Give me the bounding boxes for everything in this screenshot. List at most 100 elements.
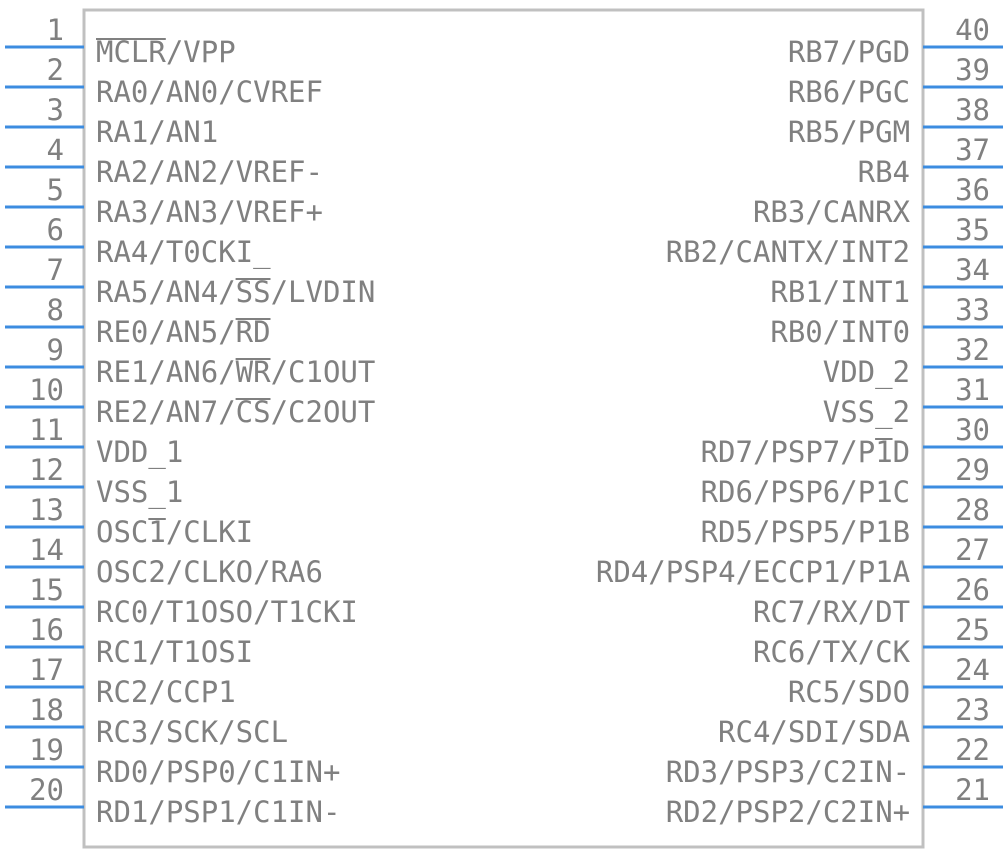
pin-number: 17: [29, 653, 64, 687]
pin-label: OSC2/CLKO/RA6: [96, 555, 323, 589]
pin-number: 10: [29, 373, 64, 407]
pin-number: 13: [29, 493, 64, 527]
pin-label: RC2/CCP1: [96, 675, 236, 709]
pin-label: RD4/PSP4/ECCP1/P1A: [596, 555, 910, 589]
pin-label: RA4/T0CKI_: [96, 235, 271, 270]
pin-label: RC7/RX/DT: [753, 595, 910, 629]
pin-label: RB4: [858, 155, 910, 189]
pin-number: 32: [955, 333, 990, 367]
pin-label: RD5/PSP5/P1B: [701, 515, 911, 549]
pin-label: VSS_1: [96, 475, 183, 510]
pin-number: 6: [47, 213, 64, 247]
pin-label: VDD_1: [96, 435, 183, 470]
pin-label: RC0/T1OSO/T1CKI: [96, 595, 358, 629]
pin-number: 3: [47, 93, 64, 127]
pin-number: 11: [29, 413, 64, 447]
pin-number: 19: [29, 733, 64, 767]
pin-label: RC3/SCK/SCL: [96, 715, 288, 749]
pin-label: RB0/INT0: [770, 315, 910, 349]
pin-label: RC5/SDO: [788, 675, 910, 709]
pin-number: 1: [47, 13, 64, 47]
pin-label: RB3/CANRX: [753, 195, 911, 229]
pin-label: RE1/AN6/WR/C1OUT: [96, 355, 375, 389]
pin-number: 28: [955, 493, 990, 527]
pin-label: VSS_2: [823, 395, 910, 430]
pin-label: RE2/AN7/CS/C2OUT: [96, 395, 375, 429]
pin-label: RD3/PSP3/C2IN-: [666, 755, 910, 789]
pin-label: RA1/AN1: [96, 115, 218, 149]
pin-label: RD7/PSP7/P1D: [701, 435, 911, 469]
pin-number: 12: [29, 453, 64, 487]
pin-number: 35: [955, 213, 990, 247]
pin-number: 31: [955, 373, 990, 407]
pin-label: RA5/AN4/SS/LVDIN: [96, 275, 375, 309]
pin-number: 34: [955, 253, 990, 287]
pin-number: 29: [955, 453, 990, 487]
pin-label: RA2/AN2/VREF-: [96, 155, 323, 189]
pin-label: RD6/PSP6/P1C: [701, 475, 911, 509]
pin-number: 16: [29, 613, 64, 647]
pin-number: 36: [955, 173, 990, 207]
pin-number: 8: [47, 293, 64, 327]
pin-number: 15: [29, 573, 64, 607]
right-pin-group: 40RB7/PGD39RB6/PGC38RB5/PGM37RB436RB3/CA…: [596, 13, 1003, 829]
pin-number: 30: [955, 413, 990, 447]
pin-number: 24: [955, 653, 990, 687]
pin-label: RC1/T1OSI: [96, 635, 253, 669]
pin-number: 23: [955, 693, 990, 727]
pin-number: 14: [29, 533, 64, 567]
pin-number: 25: [955, 613, 990, 647]
pin-number: 5: [47, 173, 64, 207]
pin-label: RD2/PSP2/C2IN+: [666, 795, 910, 829]
pin-label: VDD_2: [823, 355, 910, 390]
pin-number: 4: [47, 133, 64, 167]
pin-label: RC4/SDI/SDA: [718, 715, 910, 749]
pin-label: OSC1/CLKI: [96, 515, 253, 549]
pin-label: RD0/PSP0/C1IN+: [96, 755, 340, 789]
pin-label: MCLR/VPP: [96, 35, 236, 69]
pin-number: 2: [47, 53, 64, 87]
pin-number: 9: [47, 333, 64, 367]
pin-number: 27: [955, 533, 990, 567]
pin-number: 40: [955, 13, 990, 47]
pin-number: 39: [955, 53, 990, 87]
pin-number: 26: [955, 573, 990, 607]
pin-number: 33: [955, 293, 990, 327]
pin-label: RC6/TX/CK: [753, 635, 911, 669]
